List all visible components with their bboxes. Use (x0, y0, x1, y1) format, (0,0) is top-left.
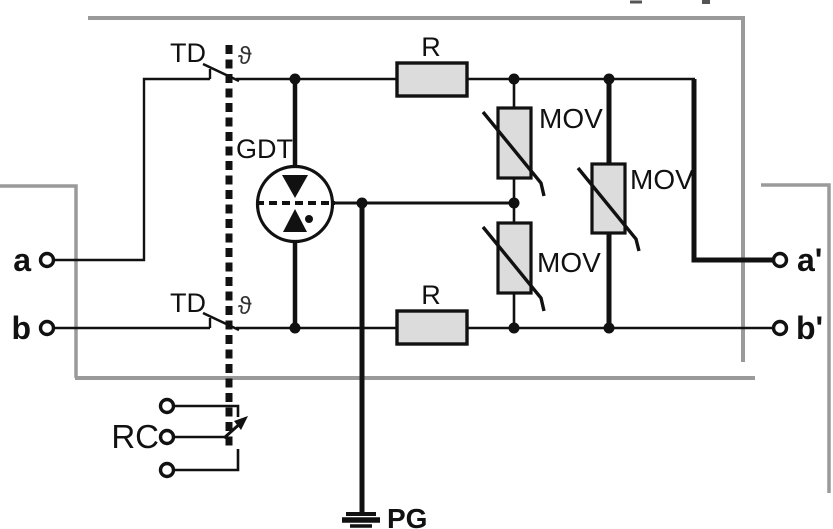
terminal-a-out-circle (771, 251, 789, 269)
label-theta-top: ϑ (238, 42, 252, 70)
mov-lower-varistor-stroke (481, 225, 546, 312)
td-top-switch-blade (202, 62, 240, 83)
label-gdt: GDT (236, 134, 293, 164)
label-terminal-a-out: a' (797, 242, 822, 278)
junction-dot (508, 73, 520, 85)
mov-lower-body (496, 221, 533, 295)
label-td-top: TD (170, 38, 206, 68)
label-mov-lower: MOV (537, 247, 601, 278)
wire-a-out-drop (691, 79, 773, 263)
junction-dots (289, 73, 615, 334)
terminal-b-out-circle (771, 319, 789, 337)
junction-dot (289, 73, 301, 85)
protection-module-frame (0, 16, 831, 493)
rc-contact-group (158, 397, 248, 479)
label-td-bottom: TD (170, 288, 206, 318)
rc-terminal-bottom (158, 461, 176, 479)
frame-top-and-inner-right (88, 16, 745, 362)
gdt-gas-dot (305, 215, 313, 223)
label-resistor-top: R (421, 32, 441, 62)
junction-dot (289, 322, 301, 334)
junction-dot (508, 322, 520, 334)
rc-terminal-top (158, 397, 176, 415)
mov-network (481, 79, 641, 328)
label-resistor-bottom: R (421, 280, 441, 310)
gdt-arrow-down (282, 175, 308, 198)
pg-ground (342, 203, 380, 528)
rc-terminal-middle (158, 428, 176, 446)
mov-right-body (590, 162, 627, 235)
mov-upper-body (496, 106, 533, 180)
rc-bottom-contact-wire (174, 449, 240, 472)
rc-top-contact-wire (174, 404, 240, 417)
rc-blade-arrowhead (234, 416, 248, 430)
terminal-b-circle (38, 319, 56, 337)
frame-left-bracket (0, 184, 78, 378)
gdt-arrow-up (283, 209, 307, 232)
resistor-bottom-body (395, 309, 469, 346)
terminal-a-circle (38, 251, 56, 269)
label-rc: RC (111, 418, 159, 455)
junction-dot (603, 73, 615, 85)
wire-a-in (54, 77, 210, 262)
gdt-assembly (255, 79, 514, 328)
resistors (395, 61, 469, 346)
frame-right-bracket (761, 183, 831, 493)
label-mov-right: MOV (630, 164, 694, 195)
label-pg: PG (387, 503, 427, 529)
labels: a b a' b' TD ϑ TD ϑ GDT R R MOV MOV MOV … (11, 32, 823, 529)
label-theta-bottom: ϑ (238, 292, 252, 320)
label-terminal-b-out: b' (796, 310, 823, 346)
mov-right-varistor-stroke (576, 166, 641, 252)
label-terminal-a: a (13, 242, 31, 278)
resistor-top-body (395, 61, 469, 98)
junction-dot (508, 197, 520, 209)
line-a (54, 62, 773, 263)
line-terminals (38, 251, 789, 337)
label-mov-upper: MOV (539, 103, 603, 134)
td-bottom-switch-blade (202, 311, 240, 332)
mov-upper-varistor-stroke (481, 110, 546, 197)
junction-dot (603, 322, 615, 334)
label-terminal-b: b (11, 310, 31, 346)
